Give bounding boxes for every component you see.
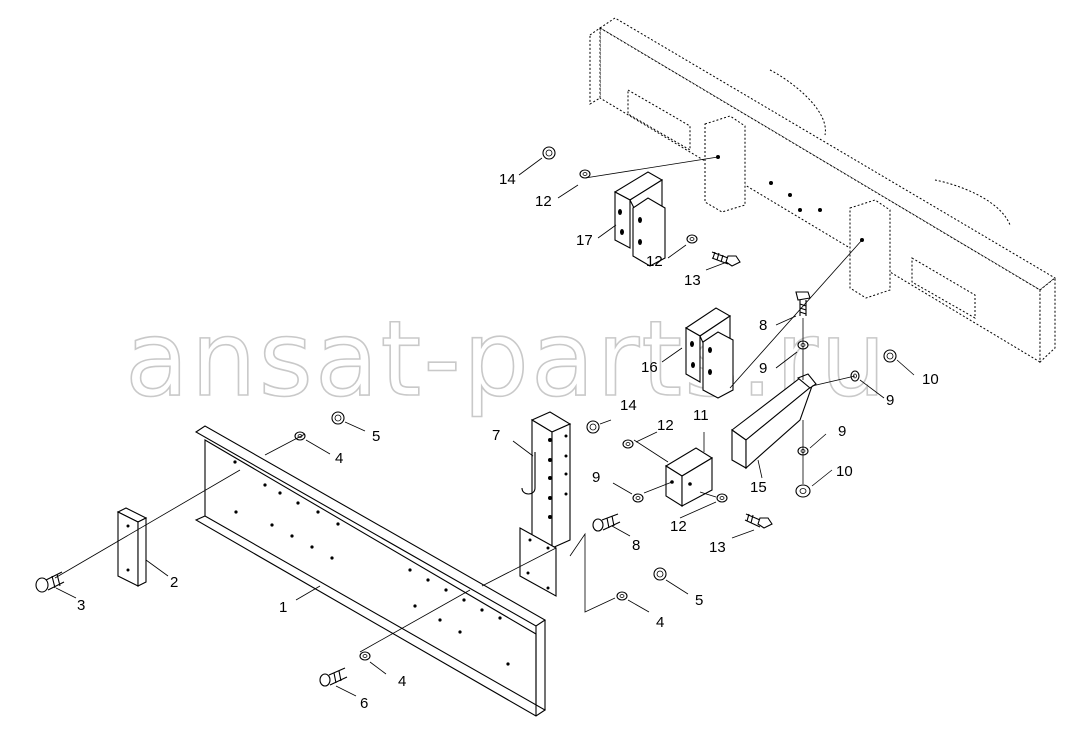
label-part-7: 7 xyxy=(492,427,500,444)
label-part-8-lower: 8 xyxy=(632,537,640,554)
nut-part-14-middle xyxy=(586,420,600,434)
label-part-14-middle: 14 xyxy=(620,397,637,414)
washer-part-12-middle xyxy=(622,439,634,449)
label-part-4-upper: 4 xyxy=(335,450,343,467)
nut-part-5-upper xyxy=(331,411,345,425)
label-part-12-lower-left: 12 xyxy=(646,253,663,270)
washer-part-4-middle xyxy=(616,591,628,601)
mounting-post-part-7 xyxy=(519,411,572,597)
label-part-10-upper: 10 xyxy=(922,371,939,388)
crossbar-part-1 xyxy=(194,425,547,717)
label-part-2: 2 xyxy=(170,574,178,591)
nut-part-10-upper xyxy=(883,349,897,363)
bolt-part-6 xyxy=(319,667,348,687)
label-part-13-lower: 13 xyxy=(709,539,726,556)
nut-part-10-lower xyxy=(795,484,811,498)
label-part-12-middle: 12 xyxy=(657,417,674,434)
washer-part-12-lower-right xyxy=(716,493,728,503)
label-part-5-lower: 5 xyxy=(695,592,703,609)
bracket-part-11 xyxy=(664,447,714,507)
label-part-11: 11 xyxy=(693,407,709,424)
washer-part-4-lower xyxy=(359,651,371,661)
part-labels: 14 12 17 12 13 16 8 9 10 9 9 10 15 11 14… xyxy=(77,171,939,712)
label-part-1: 1 xyxy=(279,599,287,616)
label-part-12-lower-right: 12 xyxy=(670,518,687,535)
label-part-6: 6 xyxy=(360,695,368,712)
bolt-part-13-lower xyxy=(744,513,773,529)
label-part-4-middle: 4 xyxy=(656,614,664,631)
label-part-15: 15 xyxy=(750,479,767,496)
watermark-text: ansat-parts.ru xyxy=(125,298,888,420)
bolt-part-8-lower xyxy=(592,513,621,532)
label-part-9-lower: 9 xyxy=(838,423,846,440)
label-part-5-upper: 5 xyxy=(372,428,380,445)
bracket-part-16 xyxy=(684,307,734,399)
bracket-part-17 xyxy=(613,171,666,267)
label-part-17: 17 xyxy=(576,232,593,249)
support-arm-part-15 xyxy=(731,373,817,470)
bolt-part-13-upper xyxy=(711,251,741,267)
label-part-12-upper: 12 xyxy=(535,193,552,210)
nut-part-5-lower xyxy=(653,567,667,581)
label-part-8-upper: 8 xyxy=(759,317,767,334)
assembly-lines xyxy=(54,156,915,697)
label-part-16: 16 xyxy=(641,359,658,376)
spacer-plate-part-2 xyxy=(116,507,148,587)
nut-part-14-upper xyxy=(542,146,556,160)
fasteners xyxy=(294,146,897,687)
label-part-13-upper: 13 xyxy=(684,272,701,289)
bolt-part-3 xyxy=(35,571,65,593)
washer-part-12-lower-left xyxy=(686,234,698,244)
rear-crossmember-reference xyxy=(589,17,1056,364)
label-part-9-left: 9 xyxy=(592,469,600,486)
label-part-4-lower: 4 xyxy=(398,673,406,690)
bolt-part-8-upper xyxy=(795,291,811,316)
label-part-14-upper: 14 xyxy=(499,171,516,188)
label-part-3: 3 xyxy=(77,597,85,614)
label-part-9-upper: 9 xyxy=(759,360,767,377)
washer-part-12-upper xyxy=(579,169,591,179)
label-part-10-lower: 10 xyxy=(836,463,853,480)
washer-part-9-left xyxy=(632,493,644,503)
label-part-9-right: 9 xyxy=(886,392,894,409)
